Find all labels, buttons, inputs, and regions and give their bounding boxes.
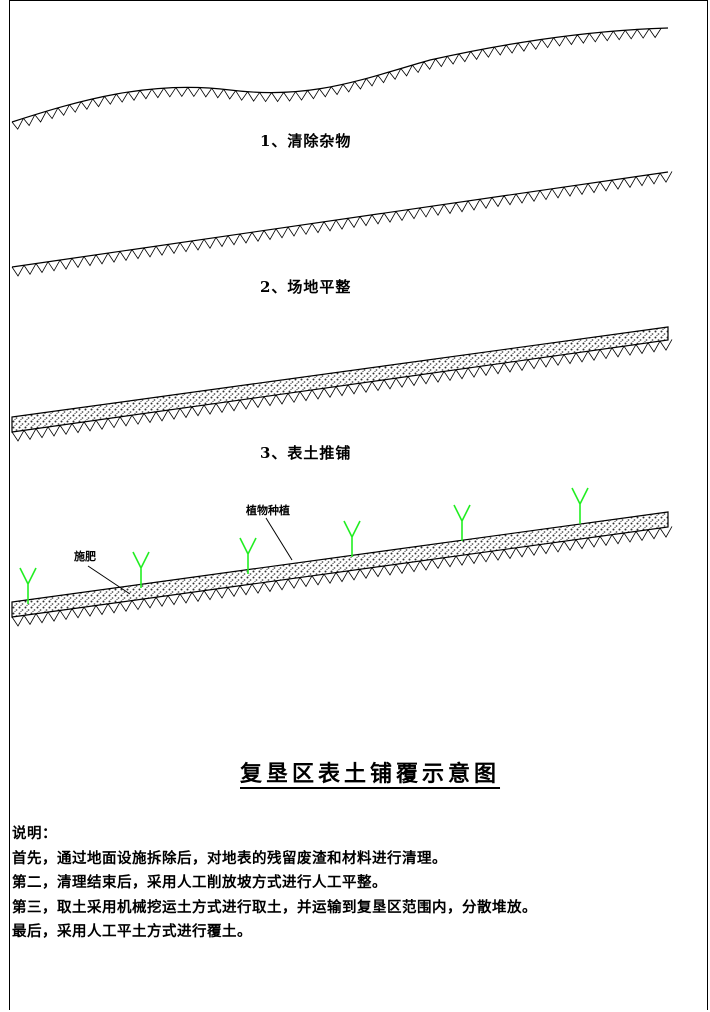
- plant-icon: [132, 551, 150, 588]
- planted-layer: [11, 487, 673, 627]
- notes-block: 说明： 首先，通过地面设施拆除后，对地表的残留废渣和材料进行清理。 第二，清理结…: [12, 822, 702, 945]
- ground-hatch-4: [11, 526, 673, 627]
- step-3-label: 3、表土推铺: [260, 444, 352, 462]
- notes-line: 最后，采用人工平土方式进行覆土。: [12, 923, 252, 940]
- step-2-label: 2、场地平整: [260, 278, 352, 296]
- fertilizer-callout: 施肥: [74, 550, 96, 563]
- plant-icon: [239, 537, 257, 574]
- fertilizer-leader-line: [87, 565, 131, 595]
- diagram-canvas: [11, 27, 673, 627]
- notes-line: 首先，通过地面设施拆除后，对地表的残留废渣和材料进行清理。: [12, 849, 447, 867]
- step-1-label: 1、清除杂物: [260, 132, 352, 150]
- ground-hatch-3: [11, 339, 673, 442]
- plants-group: [19, 487, 589, 604]
- diagram-title: 复垦区表土铺覆示意图: [240, 761, 501, 787]
- ground-profile-1: [11, 27, 669, 130]
- plant-leader-line: [265, 517, 293, 561]
- plant-icon: [343, 520, 361, 557]
- plant-icon: [571, 487, 589, 524]
- drawing-frame: [9, 0, 708, 1010]
- ground-hatch-2: [11, 171, 673, 277]
- notes-line: 第二，清理结束后，采用人工削放坡方式进行人工平整。: [12, 874, 387, 891]
- topsoil-layer-3: [11, 326, 673, 442]
- notes-line: 第三，取土采用机械挖运土方式进行取土，并运输到复垦区范围内，分散堆放。: [12, 898, 537, 916]
- ground-profile-2: [11, 171, 673, 277]
- ground-hatch-1: [11, 28, 662, 130]
- plant-species-callout: 植物种植: [246, 504, 290, 517]
- plant-icon: [19, 567, 37, 604]
- plant-icon: [453, 504, 471, 541]
- notes-heading: 说明：: [12, 825, 57, 842]
